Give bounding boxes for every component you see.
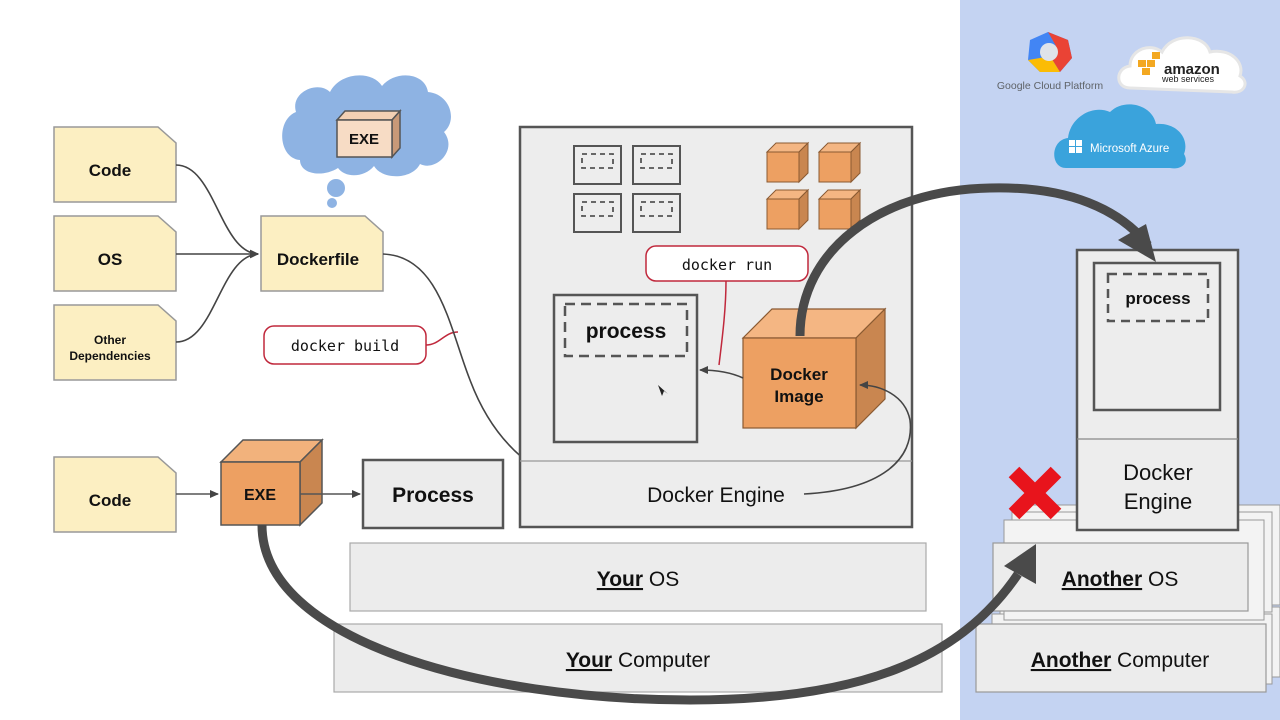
another-os-rest: OS [1142, 568, 1178, 591]
traditional-process-box: Process [361, 458, 505, 530]
traditional-exe-cube: EXE [219, 438, 324, 527]
your-os-layer: Your OS [349, 542, 927, 612]
note-other-label-1: Other [94, 333, 126, 347]
fail-x-icon [1008, 466, 1062, 520]
your-computer-bold: Your [566, 649, 612, 672]
google-cloud-logo: Google Cloud Platform [997, 32, 1103, 92]
aws-label-amazon: amazon [1164, 61, 1220, 78]
note-other-dependencies: Other Dependencies [53, 304, 177, 381]
image-icons [765, 141, 862, 231]
another-computer-bold: Another [1031, 649, 1112, 672]
another-docker-engine-label-2: Engine [1124, 489, 1193, 514]
dockerfile-label: Dockerfile [277, 250, 359, 269]
traditional-code-label: Code [89, 491, 132, 510]
another-os-bold: Another [1062, 568, 1143, 591]
arrow-exe-to-another-os [257, 524, 1022, 705]
your-os-rest: OS [643, 568, 679, 591]
arrow-image-to-another-engine [795, 183, 1152, 337]
your-computer-rest: Computer [612, 649, 710, 672]
another-docker-engine-box: process Docker Engine [1075, 248, 1240, 532]
docker-image-label-1: Docker [770, 365, 828, 384]
arrow-head-image [1118, 224, 1156, 262]
mouse-cursor-icon [658, 385, 668, 396]
azure-logo: Microsoft Azure [1054, 104, 1186, 169]
note-os-label: OS [98, 250, 123, 269]
note-code-label: Code [89, 161, 132, 180]
note-code: Code [53, 126, 177, 203]
container-icons [573, 145, 681, 233]
google-cloud-label: Google Cloud Platform [997, 80, 1103, 92]
svg-text:Your OS: Your OS [597, 568, 679, 591]
thought-exe-box: EXE [335, 109, 402, 159]
note-dockerfile: Dockerfile [260, 215, 384, 292]
another-docker-engine-label-1: Docker [1123, 460, 1193, 485]
your-os-bold: Your [597, 568, 643, 591]
thought-exe-label: EXE [349, 131, 379, 148]
svg-text:Another Computer: Another Computer [1031, 649, 1210, 672]
connector-image-container [699, 366, 744, 379]
arrow-head-exe [1004, 544, 1036, 584]
running-process-label: process [586, 320, 667, 343]
another-computer-rest: Computer [1111, 649, 1209, 672]
connector-engine-image [803, 381, 912, 495]
another-computer-layer: Another Computer [975, 623, 1267, 693]
docker-run-label: docker run [682, 256, 772, 274]
aws-logo: amazon web services [1117, 36, 1247, 94]
docker-image-label-2: Image [774, 387, 823, 406]
note-other-label-2: Dependencies [69, 349, 151, 363]
connector-deps-dockerfile [175, 250, 259, 343]
running-container: process [552, 293, 699, 444]
another-process-label: process [1125, 289, 1190, 308]
your-computer-layer: Your Computer [333, 623, 943, 693]
traditional-exe-label: EXE [244, 487, 276, 504]
docker-run-command: docker run [645, 245, 809, 366]
svg-text:Another OS: Another OS [1062, 568, 1179, 591]
traditional-code-note: Code [53, 456, 177, 533]
docker-build-command: docker build [263, 325, 459, 365]
azure-label: Microsoft Azure [1090, 143, 1169, 155]
docker-build-label: docker build [291, 337, 399, 355]
docker-image-cube: Docker Image [741, 307, 887, 430]
svg-text:Your Computer: Your Computer [566, 649, 710, 672]
note-os: OS [53, 215, 177, 292]
your-docker-engine-label: Docker Engine [647, 484, 785, 507]
connector-code-dockerfile [175, 164, 259, 258]
aws-label-webservices: web services [1161, 74, 1215, 84]
traditional-process-label: Process [392, 484, 474, 507]
